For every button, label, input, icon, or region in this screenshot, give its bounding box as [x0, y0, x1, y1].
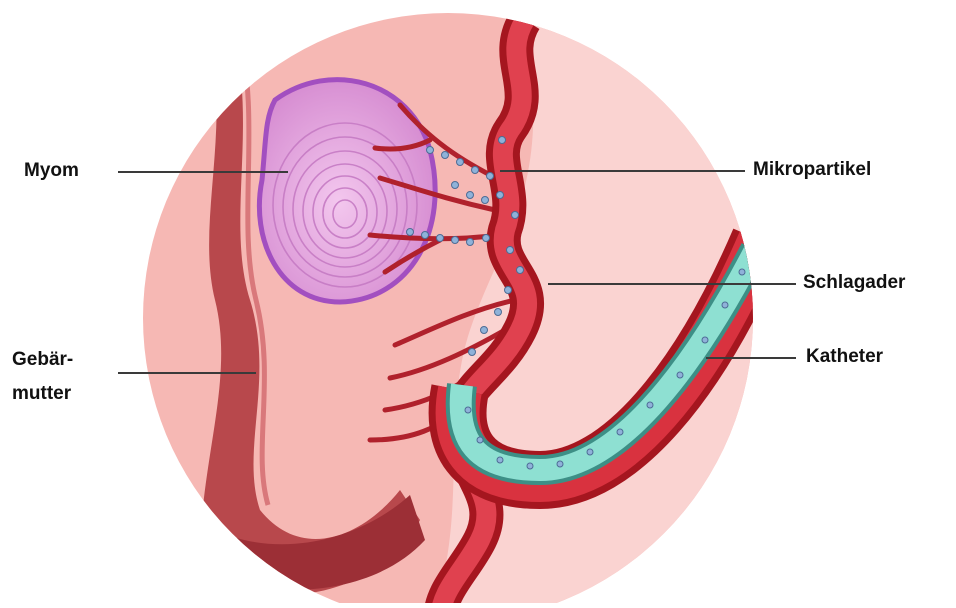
leader-gebaermutter [118, 372, 256, 374]
leader-mikropartikel [500, 170, 745, 172]
leader-schlagader [548, 283, 796, 285]
label-schlagader: Schlagader [803, 272, 905, 294]
label-gebaermutter-2: mutter [12, 383, 71, 405]
leader-katheter [706, 357, 796, 359]
magnified-circle [140, 10, 760, 603]
leader-myom [118, 171, 288, 173]
label-katheter: Katheter [806, 346, 883, 368]
label-myom: Myom [24, 160, 79, 182]
label-gebaermutter-1: Gebär- [12, 349, 73, 371]
label-mikropartikel: Mikropartikel [753, 159, 871, 181]
